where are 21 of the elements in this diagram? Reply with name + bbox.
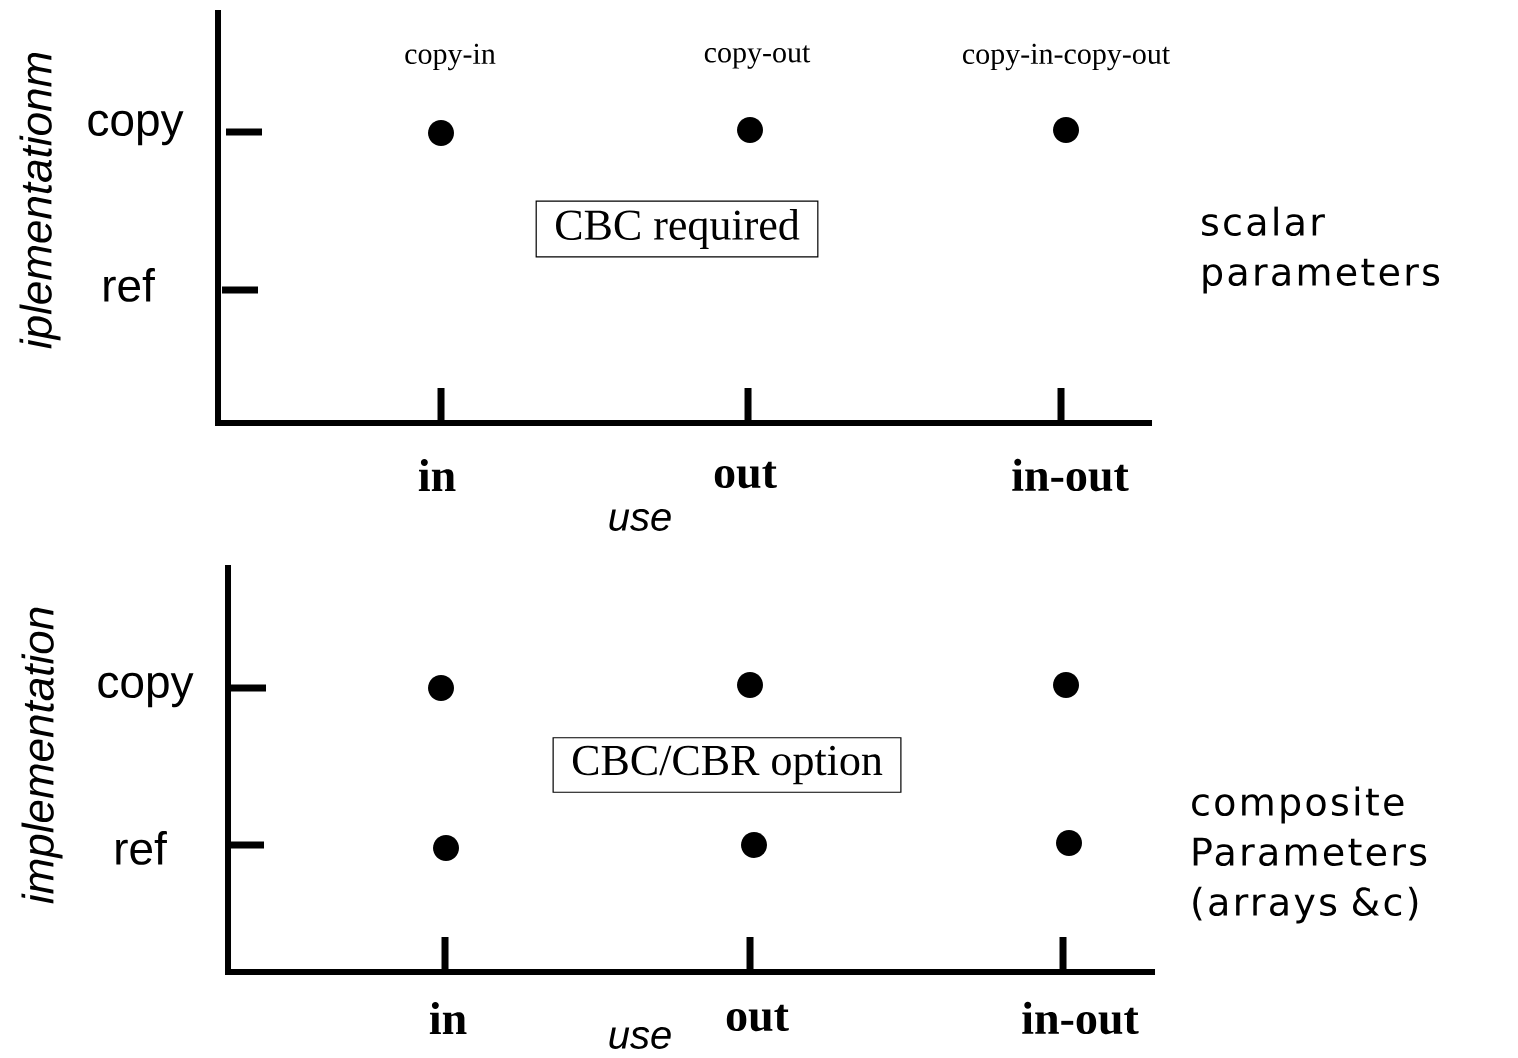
tick-label: in [429, 1002, 467, 1034]
column-label: copy-out [704, 45, 811, 69]
axis-title: implementation [21, 607, 63, 904]
tick-label: out [714, 461, 777, 489]
column-label: copy-in-copy-out [963, 43, 1170, 71]
row-label: copy [88, 110, 184, 146]
axis-title: iplementationm [19, 52, 61, 349]
axis-title: use [609, 509, 671, 531]
row-label: copy [98, 672, 194, 708]
text-box: CBC/CBR option [552, 737, 902, 793]
column-label: copy-in [405, 43, 496, 71]
row-label: ref [104, 268, 155, 302]
tick-label: out [726, 1004, 789, 1032]
text-box: CBC required [535, 200, 819, 258]
row-label: ref [116, 831, 167, 865]
tick-label: in-out [1012, 458, 1129, 492]
side-note: scalar parameters [1202, 206, 1440, 294]
tick-label: in-out [1022, 1001, 1139, 1035]
axis-title: use [609, 1027, 671, 1049]
side-note: composite Parameters (arrays &c) [1192, 786, 1427, 924]
tick-label: in [418, 459, 456, 491]
